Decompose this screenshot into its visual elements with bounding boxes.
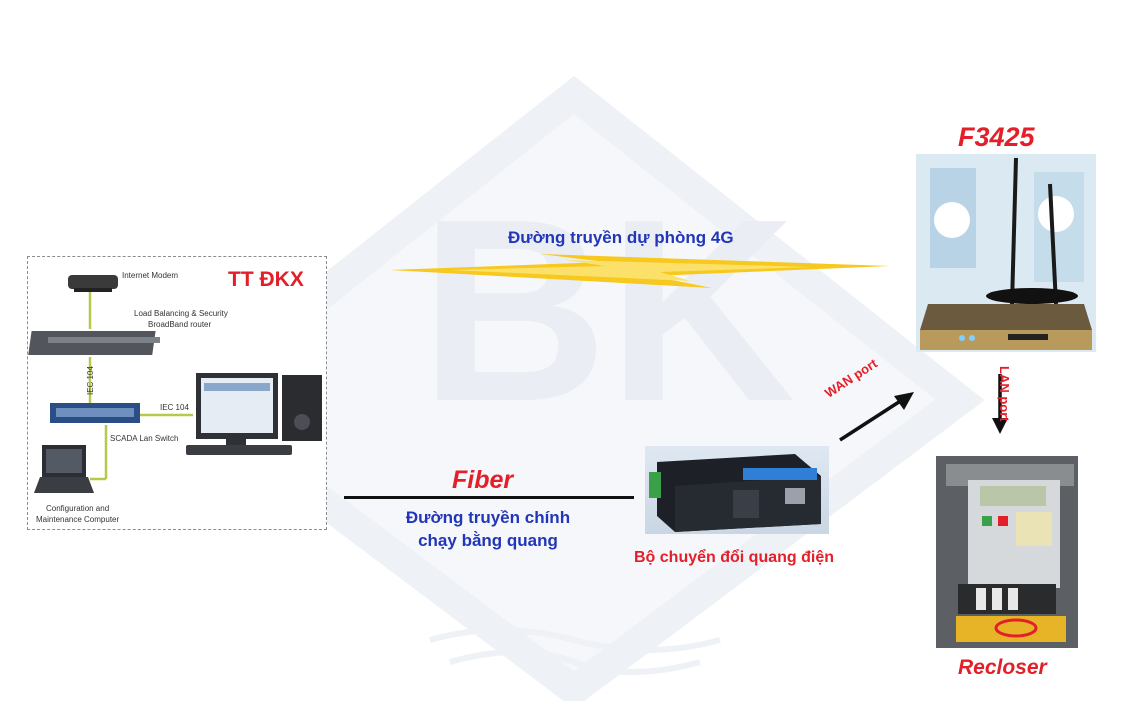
lan-switch-icon [50, 403, 140, 423]
lan-arrow [992, 374, 1008, 434]
config-label-line1: Configuration and [46, 504, 110, 513]
converter-label: Bộ chuyển đổi quang điện [634, 549, 834, 566]
scada-computer-icon [186, 373, 322, 455]
control-center-title: TT ĐKX [228, 268, 304, 291]
scada-network-drawing [28, 275, 322, 493]
backup-4g-label: Đường truyền dự phòng 4G [508, 228, 734, 247]
lan-port-label: LAN port [997, 366, 1012, 422]
fiber-line [344, 496, 634, 499]
wan-arrow [839, 392, 914, 442]
lightning-bolt-4g [390, 254, 890, 288]
router-label-line2: BroadBand router [148, 320, 212, 329]
recloser-controller [936, 456, 1078, 648]
internet-modem-label: Internet Modem [122, 271, 179, 280]
f3425-title: F3425 [958, 122, 1035, 152]
main-line-label: Đường truyền chính chạy bằng quang [386, 506, 590, 552]
media-converter-device [649, 454, 821, 532]
main-line-label-1: Đường truyền chính [405, 508, 571, 527]
recloser-photo [936, 456, 1078, 648]
f3425-router-device [916, 154, 1096, 352]
laptop-icon [34, 445, 94, 493]
iec-horizontal-label: IEC 104 [160, 403, 189, 412]
scada-center-panel: Internet Modem Load Balancing & Security… [27, 256, 327, 530]
svg-text:BK: BK [420, 166, 796, 456]
router-icon [28, 331, 160, 355]
recloser-title: Recloser [958, 656, 1047, 679]
f3425-router-photo [916, 154, 1096, 352]
media-converter-photo [645, 446, 829, 534]
iec-vertical-label: IEC 104 [86, 366, 95, 395]
config-label-line2: Maintenance Computer [36, 515, 120, 524]
router-label-line1: Load Balancing & Security [134, 309, 228, 318]
lan-switch-label: SCADA Lan Switch [110, 434, 179, 443]
main-line-label-2: chạy bằng quang [418, 531, 558, 550]
fiber-title: Fiber [452, 466, 514, 494]
internet-modem-icon [68, 275, 118, 292]
